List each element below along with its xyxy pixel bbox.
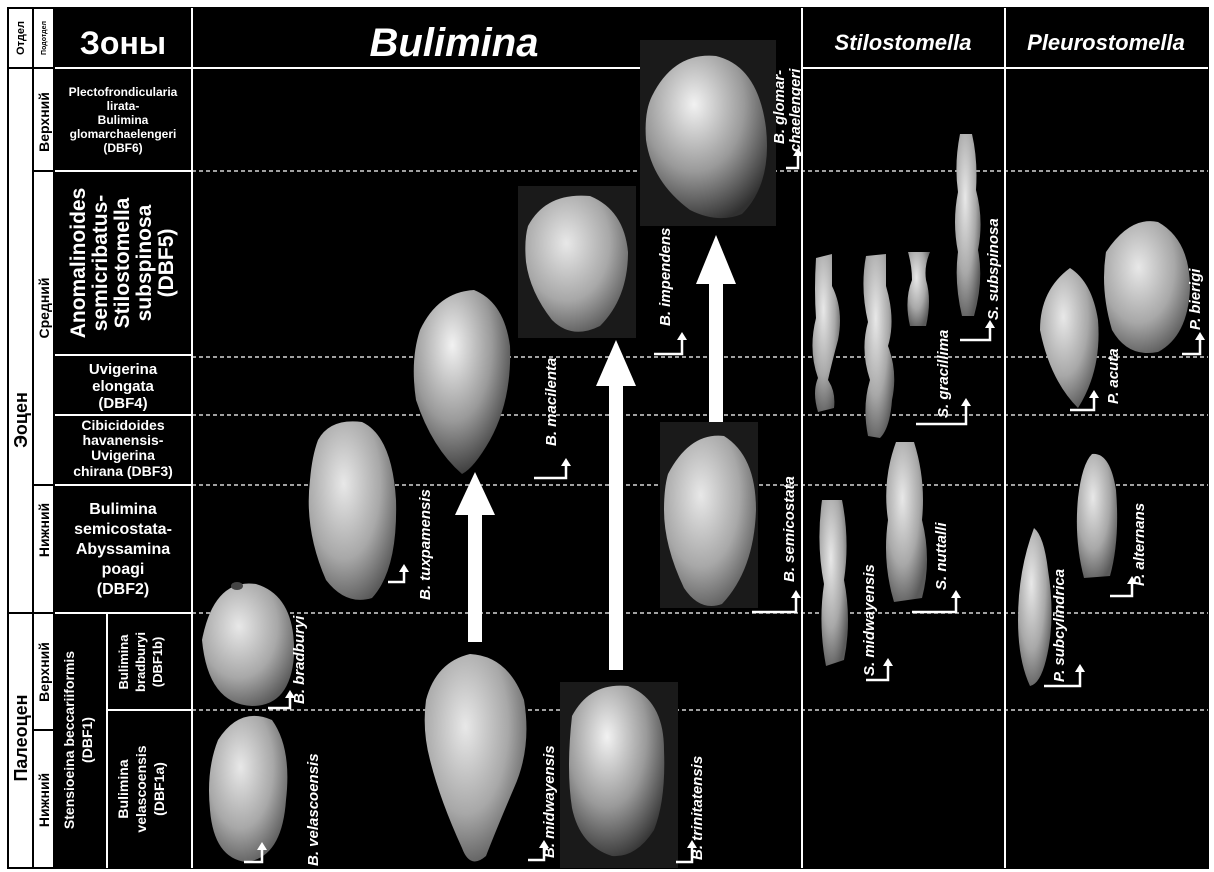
svg-text:poagi: poagi bbox=[102, 561, 145, 578]
svg-text:(DBF5): (DBF5) bbox=[155, 229, 178, 298]
stilostomella-header: Stilostomella bbox=[835, 30, 972, 55]
svg-text:bradburyi: bradburyi bbox=[133, 632, 148, 692]
zones-header: Зоны bbox=[80, 25, 166, 61]
fossil-aperture bbox=[231, 582, 243, 590]
svg-text:Uvigerina: Uvigerina bbox=[89, 361, 158, 378]
fossil-p-alternans bbox=[1077, 454, 1117, 578]
label-p-acuta: P. acuta bbox=[1105, 348, 1122, 404]
svg-text:(DBF2): (DBF2) bbox=[97, 581, 149, 598]
subseries-eo-middle: Средний bbox=[36, 277, 52, 338]
label-impendens: B. impendens bbox=[657, 228, 674, 326]
arrow-trinitatensis-macilenta bbox=[609, 382, 623, 670]
label-p-alternans: P. alternans bbox=[1131, 503, 1148, 586]
svg-text:glomarchaelengeri: glomarchaelengeri bbox=[70, 127, 177, 141]
zone-dbf1b: Bulimina bradburyi (DBF1b) bbox=[116, 632, 165, 692]
label-bradburyi: B. bradburyi bbox=[291, 615, 308, 704]
label-midwayensis: B. midwayensis bbox=[541, 745, 558, 858]
svg-text:havanensis-: havanensis- bbox=[83, 432, 164, 448]
subseries-eo-upper: Верхний bbox=[36, 92, 52, 152]
otdel-header: Отдел bbox=[15, 21, 27, 55]
subseries-pal-lower: Нижний bbox=[36, 773, 52, 827]
series-eocene: Эоцен bbox=[11, 392, 31, 448]
pleurostomella-header: Pleurostomella bbox=[1027, 30, 1185, 55]
label-glomarchaelengeri-2: chaelengeri bbox=[787, 68, 804, 152]
svg-text:semicribatus-: semicribatus- bbox=[89, 195, 112, 332]
svg-text:(DBF1b): (DBF1b) bbox=[150, 637, 165, 688]
fossil-trinitatensis bbox=[569, 686, 664, 857]
subseries-eo-lower: Нижний bbox=[36, 503, 52, 557]
bulimina-header: Bulimina bbox=[370, 21, 539, 65]
svg-text:Abyssamina: Abyssamina bbox=[76, 541, 170, 558]
svg-text:lirata-: lirata- bbox=[107, 99, 140, 113]
svg-text:velascoensis: velascoensis bbox=[133, 745, 149, 832]
label-trinitatensis: B. trinitatensis bbox=[689, 756, 706, 860]
label-velascoensis: B. velascoensis bbox=[305, 753, 322, 866]
label-s-subspinosa: S. subspinosa bbox=[985, 218, 1002, 320]
subseries-pal-upper: Верхний bbox=[36, 642, 52, 702]
podotdel-header: Подотдел bbox=[41, 21, 48, 55]
label-tuxpamensis: B. tuxpamensis bbox=[417, 489, 434, 600]
label-p-bierigi: P. bierigi bbox=[1187, 268, 1204, 330]
svg-text:(DBF1): (DBF1) bbox=[79, 717, 95, 763]
arrow-semicostata-impendens bbox=[709, 278, 723, 424]
label-semicostata: B. semicostata bbox=[781, 476, 798, 582]
label-s-midwayensis: S. midwayensis bbox=[861, 564, 878, 676]
zone-dbf4: Uvigerina elongata (DBF4) bbox=[89, 361, 158, 412]
svg-text:elongata: elongata bbox=[92, 378, 154, 395]
fossil-velascoensis bbox=[209, 716, 287, 862]
label-macilenta: B. macilenta bbox=[543, 358, 560, 446]
svg-text:(DBF6): (DBF6) bbox=[103, 141, 142, 155]
svg-text:Bulimina: Bulimina bbox=[98, 113, 149, 127]
svg-text:Cibicidoides: Cibicidoides bbox=[81, 417, 164, 433]
series-paleocene: Палеоцен bbox=[11, 694, 31, 781]
label-p-subcylindrica: P. subcylindrica bbox=[1051, 569, 1068, 682]
svg-text:Stensioeina beccariiformis: Stensioeina beccariiformis bbox=[61, 651, 77, 829]
svg-text:(DBF4): (DBF4) bbox=[98, 395, 147, 412]
svg-text:semicostata-: semicostata- bbox=[74, 521, 172, 538]
svg-text:Plectofrondicularia: Plectofrondicularia bbox=[69, 85, 178, 99]
arrow-midwayensis-tuxpamensis bbox=[468, 510, 482, 642]
svg-text:Uvigerina: Uvigerina bbox=[91, 447, 155, 463]
label-s-gracillima: S. gracillima bbox=[935, 330, 952, 418]
svg-text:subspinosa: subspinosa bbox=[133, 204, 156, 321]
label-s-nuttalli: S. nuttalli bbox=[933, 522, 950, 590]
svg-text:chirana (DBF3): chirana (DBF3) bbox=[73, 463, 173, 479]
svg-text:Anomalinoides: Anomalinoides bbox=[67, 188, 90, 339]
svg-text:(DBF1a): (DBF1a) bbox=[151, 762, 167, 816]
label-glomarchaelengeri-1: B. glomar- bbox=[771, 70, 788, 144]
svg-text:Bulimina: Bulimina bbox=[89, 501, 157, 518]
svg-text:Bulimina: Bulimina bbox=[115, 759, 131, 818]
fossil-p-bierigi bbox=[1104, 221, 1190, 353]
svg-text:Stilostomella: Stilostomella bbox=[111, 197, 134, 328]
svg-text:Bulimina: Bulimina bbox=[116, 634, 131, 690]
